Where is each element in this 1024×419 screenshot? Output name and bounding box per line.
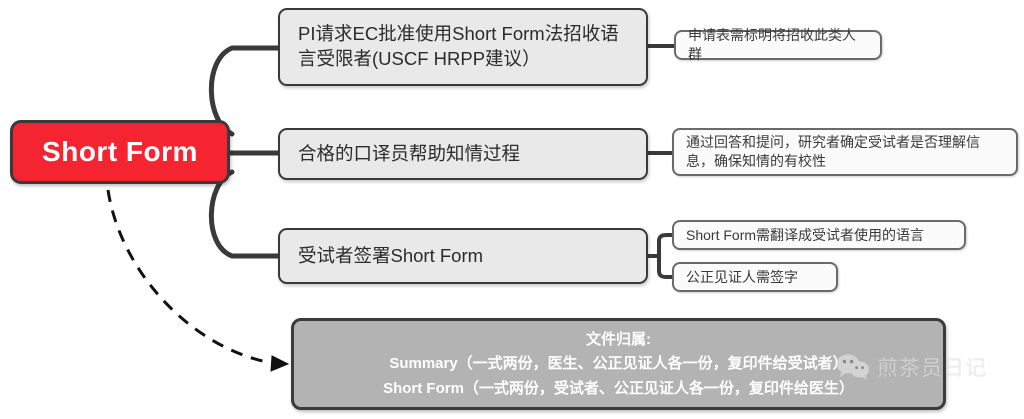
leaf-node-3-1-label: Short Form需翻译成受试者使用的语言: [686, 226, 925, 243]
branch-node-1-label: PI请求EC批准使用Short Form法招收语言受限者(USCF HRPP建议…: [298, 23, 619, 69]
branch-node-2-label: 合格的口译员帮助知情过程: [298, 142, 521, 164]
summary-line-2: Short Form（一式两份，受试者、公正见证人各一份，复印件给医生）: [383, 379, 854, 397]
root-node-label: Short Form: [42, 136, 198, 167]
connector-root-to-branch-3: [208, 169, 281, 259]
wechat-icon: [836, 353, 870, 381]
watermark: 煎茶员日记: [836, 352, 987, 382]
watermark-text: 煎茶员日记: [877, 357, 987, 380]
summary-title: 文件归属:: [586, 331, 651, 348]
connector-branch-3-bracket: [646, 233, 674, 279]
branch-node-3[interactable]: 受试者签署Short Form: [278, 228, 648, 284]
leaf-node-2-1[interactable]: 通过回答和提问，研究者确定受试者是否理解信息，确保知情的有校性: [672, 128, 1018, 176]
summary-line-1: Summary（一式两份，医生、公正见证人各一份，复印件给受试者）: [389, 355, 848, 373]
leaf-node-3-2-label: 公正见证人需签字: [686, 268, 798, 285]
branch-node-3-label: 受试者签署Short Form: [298, 244, 484, 266]
summary-node[interactable]: 文件归属: Summary（一式两份，医生、公正见证人各一份，复印件给受试者） …: [291, 318, 946, 410]
dashed-connector-arrowhead: [270, 355, 290, 372]
root-node-short-form[interactable]: Short Form: [10, 120, 230, 184]
leaf-node-3-2[interactable]: 公正见证人需签字: [672, 262, 838, 292]
leaf-node-1-1[interactable]: 申请表需标明将招收此类人群: [674, 27, 882, 62]
branch-node-2[interactable]: 合格的口译员帮助知情过程: [278, 128, 648, 180]
branch-node-1[interactable]: PI请求EC批准使用Short Form法招收语言受限者(USCF HRPP建议…: [278, 8, 648, 86]
leaf-node-2-1-label: 通过回答和提问，研究者确定受试者是否理解信息，确保知情的有校性: [686, 134, 980, 169]
leaf-node-1-1-label: 申请表需标明将招收此类人群: [688, 27, 856, 62]
dashed-connector-root-to-summary: [106, 189, 273, 365]
leaf-node-3-1[interactable]: Short Form需翻译成受试者使用的语言: [672, 220, 966, 250]
